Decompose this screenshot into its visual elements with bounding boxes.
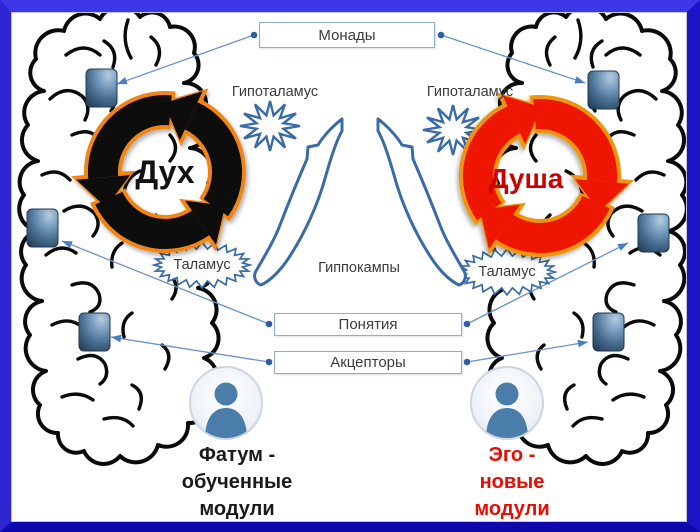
connector-monads-left xyxy=(116,31,258,85)
hippocampi-shapes xyxy=(253,117,467,287)
hypothalamus-left-starburst-icon xyxy=(239,100,301,152)
connector-monads-right xyxy=(437,31,586,84)
soul-cycle-arrows xyxy=(459,92,634,258)
connector-acceptors-right xyxy=(463,339,589,366)
acceptors-box: Акцепторы xyxy=(274,351,462,374)
module-cylinders xyxy=(26,68,670,352)
starbursts xyxy=(150,100,559,297)
thalamus-left-label: Таламус xyxy=(173,257,231,273)
thalamus-left-burst-icon xyxy=(150,240,254,290)
ego-caption-line1: Эго - xyxy=(488,444,536,466)
module-cylinder-icon xyxy=(637,213,670,253)
hypothalamus-right-starburst-icon xyxy=(422,104,484,156)
connector-concepts-left xyxy=(61,240,273,328)
ego-caption-line2: новые xyxy=(479,471,545,493)
module-cylinder-icon xyxy=(85,68,118,108)
fatum-caption-line2: обученные xyxy=(181,471,293,493)
hypothalamus-left-label: Гипоталамус xyxy=(231,84,319,100)
hippocampi-label: Гиппокампы xyxy=(318,260,400,276)
module-cylinder-icon xyxy=(592,312,625,352)
diagram-graphics xyxy=(17,13,686,466)
diagram-canvas: Монады Понятия Акцепторы Гипоталамус Гип… xyxy=(11,12,687,522)
fatum-caption-line1: Фатум - xyxy=(198,444,276,466)
thalamus-right-burst-icon xyxy=(455,247,559,297)
avatar-right xyxy=(470,366,544,440)
avatar-left xyxy=(189,366,263,440)
connector-acceptors-left xyxy=(110,334,273,366)
concepts-box: Понятия xyxy=(274,313,462,336)
monads-box: Монады xyxy=(259,22,435,48)
module-cylinder-icon xyxy=(26,208,59,248)
connector-lines xyxy=(61,31,629,366)
monads-label: Монады xyxy=(318,26,376,44)
concepts-label: Понятия xyxy=(338,316,398,333)
fatum-caption: Фатум - обученные модули xyxy=(142,442,332,521)
fatum-caption-line3: модули xyxy=(199,498,275,520)
soul-label: Душа xyxy=(488,163,564,194)
spirit-label: Дух xyxy=(135,154,195,190)
hypothalamus-right-label: Гипоталамус xyxy=(426,84,514,100)
spirit-cycle-arrows xyxy=(71,88,246,254)
hippocampus-left-icon xyxy=(253,117,344,287)
ego-caption: Эго - новые модули xyxy=(417,442,607,521)
ego-caption-line3: модули xyxy=(474,498,550,520)
module-cylinder-icon xyxy=(78,312,111,352)
acceptors-label: Акцепторы xyxy=(330,354,406,371)
thalamus-right-label: Таламус xyxy=(478,264,536,280)
module-cylinder-icon xyxy=(587,70,620,110)
